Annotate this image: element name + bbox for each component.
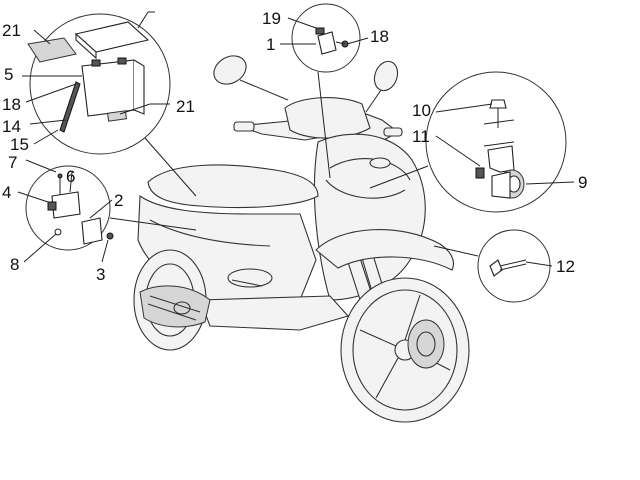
floorboard: [199, 295, 349, 331]
battery-pad: [27, 37, 77, 63]
battery-strap: [59, 81, 81, 133]
front-fender: [315, 229, 455, 271]
label-18: 19: [262, 9, 281, 28]
engine-cover: [139, 285, 211, 328]
battery: [81, 59, 135, 117]
label-14: 14: [2, 117, 21, 136]
label-7: 7: [8, 153, 17, 172]
relay-unit: [81, 217, 103, 245]
battery-callout: [27, 13, 197, 197]
horn-bracket: [487, 145, 515, 173]
label-11: 11: [412, 127, 430, 146]
label-10: 10: [412, 101, 431, 120]
label-17: 18: [370, 27, 389, 46]
label-9: 9: [578, 173, 587, 192]
relay: [317, 31, 337, 55]
right-mirror: [373, 60, 399, 92]
horn-callout: [369, 71, 567, 213]
label-19: 21: [2, 21, 21, 40]
front-wheel: [340, 277, 470, 423]
leader-lines: [17, 11, 575, 267]
label-2: 2: [114, 191, 123, 210]
label-8: 8: [10, 255, 19, 274]
label-4: 4: [2, 183, 11, 202]
label-15: 15: [10, 135, 29, 154]
part-number-labels: 21 5 18 21 14 15 7 6 4 2 8 3 19 1 18 10 …: [2, 9, 587, 284]
seat: [147, 164, 319, 209]
scooter-illustration: [133, 55, 470, 423]
label-6: 6: [66, 167, 75, 186]
label-20: 21: [176, 97, 195, 116]
relay-callout: [291, 3, 361, 179]
label-16: 18: [2, 95, 21, 114]
fuse-relay-group: [25, 165, 197, 251]
left-mirror: [213, 55, 247, 85]
brake-disc: [407, 319, 445, 369]
label-1: 1: [266, 35, 275, 54]
label-12: 12: [556, 257, 575, 276]
label-5: 5: [4, 65, 13, 84]
horn-bolt: [489, 99, 507, 109]
label-3: 3: [96, 265, 105, 284]
bolt-callout: [433, 229, 551, 303]
